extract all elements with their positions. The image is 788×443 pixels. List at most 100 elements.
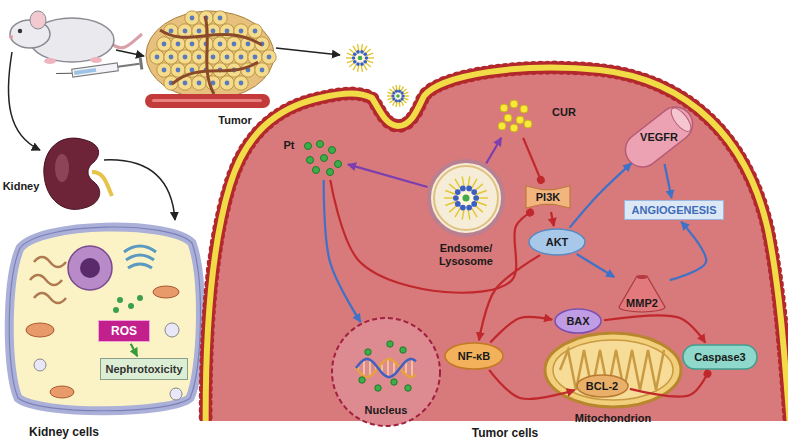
mitochondrion-shape: [545, 333, 681, 407]
endosome-outline: [424, 158, 508, 272]
node-text: Caspase3: [694, 351, 745, 364]
tumor-figure: [178, 76, 192, 90]
kidney-cell-outline: [26, 323, 54, 337]
tumor-figure: [213, 11, 227, 25]
micelle: [396, 94, 400, 98]
node-text: BCL-2: [586, 380, 618, 393]
protein-ellipse: [577, 375, 628, 397]
tumor-figure: [239, 29, 244, 34]
curcumin-dot: [500, 104, 508, 112]
tumor-figure: [150, 50, 164, 64]
tumor-figure: [171, 63, 185, 77]
protein-ellipse: [555, 309, 601, 333]
kidney-cell-outline: [68, 246, 112, 290]
tumor-figure: [169, 29, 174, 34]
nucleus-shape: [375, 385, 381, 391]
micelle: [393, 86, 396, 91]
mmp2-cone: [637, 275, 647, 279]
kidney-organ: [92, 172, 112, 196]
micelle: [455, 189, 461, 195]
platinum-dot: [321, 155, 328, 162]
tumor-figure: [197, 55, 202, 60]
caspase3-capsule: Caspase3: [682, 344, 758, 370]
micelle: [477, 197, 488, 198]
nucleus-shape: [405, 385, 411, 391]
akt-ellipse: AKT: [528, 228, 586, 256]
tumor-figure: [178, 24, 192, 38]
tumor-figure: [199, 63, 213, 77]
micelle: [466, 205, 472, 211]
micelle: [453, 195, 459, 201]
micelle: [395, 85, 397, 90]
micelle: [402, 89, 406, 93]
text-holder: PI3K: [524, 184, 572, 210]
node-text: CUR: [552, 106, 576, 119]
micelle: [367, 60, 374, 62]
micelle: [387, 85, 409, 107]
micelle: [364, 64, 368, 70]
tumor-figure: [199, 37, 213, 51]
tumor-figure: [246, 68, 251, 73]
receptor-shape: [619, 100, 700, 174]
figure-label: Tumor: [198, 112, 272, 128]
tumor-figure: [241, 63, 255, 77]
micelle: [349, 62, 354, 66]
tumor-figure: [160, 30, 262, 45]
text-holder: BAX: [554, 308, 602, 334]
pathway-arrow: [551, 212, 554, 226]
tumor-figure: [220, 76, 234, 90]
tumor-cell-outline: [206, 68, 788, 421]
tumor-figure: [155, 55, 160, 60]
node-text: Tumor cells: [472, 427, 538, 440]
micelle: [471, 189, 477, 195]
tumor-figure: [211, 29, 216, 34]
pathway-arrow: [523, 138, 542, 182]
kidney-cell-outline: [9, 227, 200, 411]
route-arrow: [116, 50, 144, 56]
kidney-cell-outline: [113, 307, 119, 313]
micelle: [398, 85, 400, 90]
tumor-figure: [232, 42, 237, 47]
kidney-cell-outline: [117, 297, 123, 303]
pathway-arrow: [489, 370, 575, 399]
endosome: Endsome/ Lysosome: [424, 158, 508, 272]
micelle: [455, 208, 461, 218]
pathway-arrow: [479, 255, 540, 340]
kidney-cell: Kidney cellsROSNephrotoxicity: [4, 212, 204, 443]
nucleus-shape: [400, 347, 406, 353]
caspase-capsule: [683, 345, 757, 369]
micelle: [393, 91, 402, 100]
micelle: [476, 202, 486, 206]
micelle: [349, 49, 354, 53]
kidney-cell-outline: [170, 388, 182, 400]
tumor-figure: [172, 62, 258, 84]
nucleus-shape: [356, 359, 416, 377]
mouse-figure: [18, 29, 22, 33]
tumor-figure: [176, 42, 181, 47]
route-arrow: [8, 52, 40, 150]
text-holder: AKT: [528, 228, 586, 256]
micelle: [395, 90, 398, 93]
micelle: [387, 95, 393, 96]
mitochondrion: Mitochondrion: [542, 330, 684, 428]
tumor-figure: [204, 68, 209, 73]
curcumin-dot: [520, 105, 528, 113]
node-text: ANGIOGENESIS: [632, 204, 717, 217]
syringe: [139, 57, 144, 69]
tumor-figure: [197, 29, 202, 34]
node-text: BAX: [566, 315, 589, 328]
tumor-figure: [211, 81, 216, 86]
node-text: NF-κB: [458, 350, 490, 363]
micelle: [395, 101, 397, 106]
micelle: [353, 52, 357, 56]
tumor-cell-outline: [206, 68, 788, 421]
tumor-figure: [218, 68, 223, 73]
pathway-arrow: [490, 317, 552, 343]
micelle: [476, 190, 486, 194]
tumor-figure: [255, 37, 269, 51]
kidney-organ: [44, 138, 100, 209]
tumor-figure: [213, 63, 227, 77]
curcumin-dot: [504, 114, 512, 122]
micelle: [398, 99, 401, 102]
tumor-figure: [248, 50, 262, 64]
